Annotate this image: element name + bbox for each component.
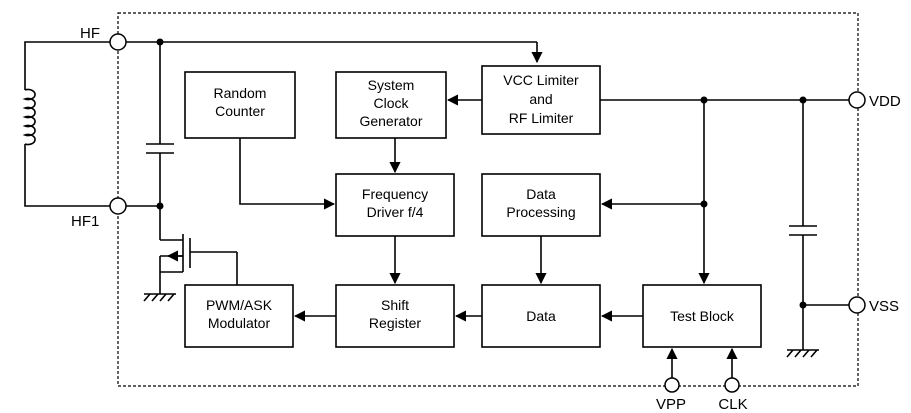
pin-clk[interactable]: CLK xyxy=(718,377,748,413)
test-pin-wires xyxy=(666,347,738,378)
random-counter-label-2: Counter xyxy=(215,103,265,119)
data-processing-label-1: Data xyxy=(526,186,556,202)
pwm-modulator-label-1: PWM/ASK xyxy=(206,297,273,313)
hf-net xyxy=(126,38,543,240)
data-block: Data xyxy=(481,284,601,348)
vcc-rf-limiter-block: VCC Limiter and RF Limiter xyxy=(481,65,601,135)
random-counter-block: Random Counter xyxy=(184,71,296,139)
ground-right-icon xyxy=(786,349,819,358)
pin-hf1-label: HF1 xyxy=(71,213,99,230)
decoupling-capacitor-icon xyxy=(789,100,849,350)
vcc-limiter-label-2: and xyxy=(529,91,552,107)
pwm-modulator-label-2: Modulator xyxy=(208,315,271,331)
frequency-driver-label-2: Driver f/4 xyxy=(367,204,424,220)
system-clock-label-1: System xyxy=(368,77,415,93)
data-label: Data xyxy=(526,308,556,324)
chip-boundary xyxy=(117,12,859,387)
data-processing-label-2: Processing xyxy=(506,204,575,220)
vdd-rail xyxy=(600,96,849,285)
signal-arrows xyxy=(239,94,643,322)
pin-vdd-label: VDD xyxy=(869,93,901,110)
data-processing-block: Data Processing xyxy=(481,173,601,237)
system-clock-label-2: Clock xyxy=(373,95,409,111)
system-clock-generator-block: System Clock Generator xyxy=(335,71,447,139)
pin-hf[interactable]: HF xyxy=(80,25,127,51)
antenna-coil-icon xyxy=(22,41,110,207)
pin-vdd[interactable]: VDD xyxy=(848,91,901,110)
pin-vss[interactable]: VSS xyxy=(848,296,899,315)
ground-left-icon xyxy=(143,293,176,302)
pin-hf-label: HF xyxy=(80,25,100,42)
frequency-driver-block: Frequency Driver f/4 xyxy=(335,173,455,237)
pin-vpp-label: VPP xyxy=(656,396,686,413)
pin-vpp[interactable]: VPP xyxy=(656,377,686,413)
system-clock-label-3: Generator xyxy=(359,113,422,129)
shift-register-label-1: Shift xyxy=(381,297,409,313)
transistor-icon xyxy=(126,202,238,294)
pin-vss-label: VSS xyxy=(869,298,899,315)
pin-clk-label: CLK xyxy=(718,396,747,413)
vcc-limiter-label-3: RF Limiter xyxy=(509,110,574,126)
test-block-label: Test Block xyxy=(670,308,735,324)
vcc-limiter-label-1: VCC Limiter xyxy=(503,72,579,88)
shift-register-label-2: Register xyxy=(369,315,421,331)
test-block: Test Block xyxy=(642,284,762,348)
pin-hf1[interactable]: HF1 xyxy=(71,197,127,230)
frequency-driver-label-1: Frequency xyxy=(362,186,428,202)
random-counter-label-1: Random xyxy=(214,85,267,101)
pwm-ask-modulator-block: PWM/ASK Modulator xyxy=(184,284,294,348)
shift-register-block: Shift Register xyxy=(335,284,455,348)
